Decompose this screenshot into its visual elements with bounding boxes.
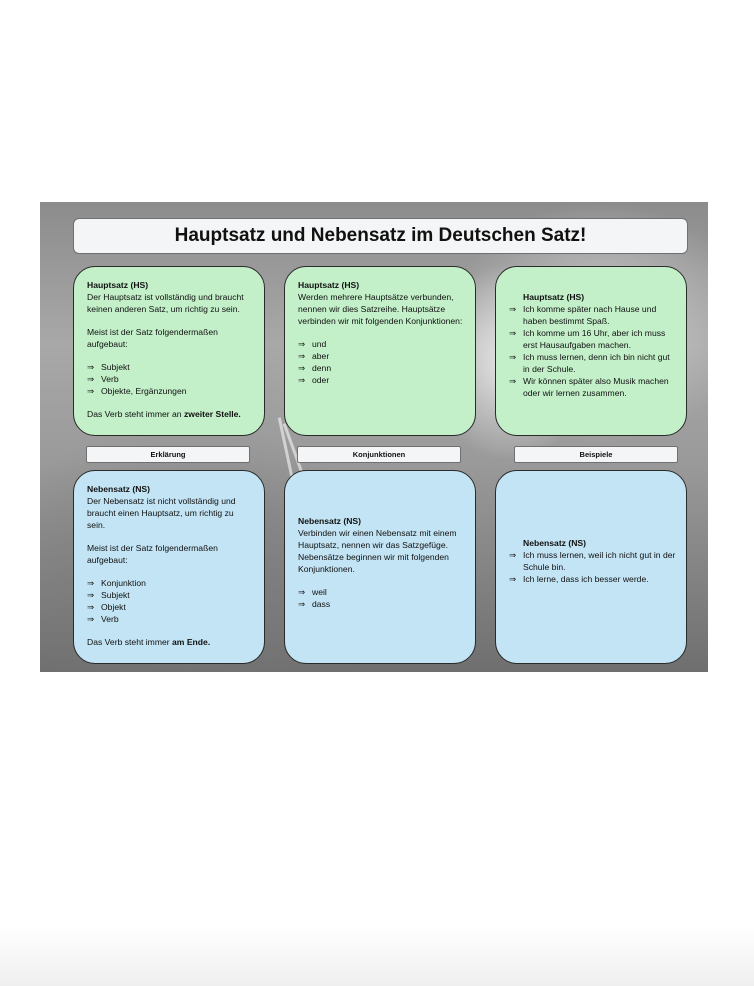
hs-explanation-card: Hauptsatz (HS) Der Hauptsatz ist vollstä… [73,266,265,436]
arrow-icon: ⇒ [509,352,517,362]
list-item: ⇒Verb [87,614,119,624]
arrow-icon: ⇒ [87,614,95,624]
infographic-slide: Hauptsatz und Nebensatz im Deutschen Sat… [40,202,708,672]
card-heading: Hauptsatz (HS) [298,280,360,290]
list-item: ⇒Objekt [87,602,126,612]
list-item: ⇒weil [298,587,327,597]
label-explanation: Erklärung [86,446,250,463]
arrow-icon: ⇒ [298,351,306,361]
conjunction-list: ⇒und ⇒aber ⇒denn ⇒oder [298,338,465,386]
list-item: ⇒und [298,339,327,349]
card-intro: Der Hauptsatz ist vollständig und brauch… [87,292,244,314]
arrow-icon: ⇒ [509,550,517,560]
example-list: ⇒Ich muss lernen, weil ich nicht gut in … [509,549,676,585]
verb-position-note: Das Verb steht immer am Ende. [87,637,211,647]
title-bar: Hauptsatz und Nebensatz im Deutschen Sat… [73,218,688,254]
list-item: ⇒Subjekt [87,362,130,372]
card-heading: Hauptsatz (HS) [523,292,585,302]
page-footer-shade [0,926,754,986]
ns-explanation-card: Nebensatz (NS) Der Nebensatz ist nicht v… [73,470,265,664]
list-item: ⇒Wir können später also Musik machen ode… [509,376,669,398]
verb-position-note: Das Verb steht immer an zweiter Stelle. [87,409,241,419]
arrow-icon: ⇒ [87,578,95,588]
card-heading: Nebensatz (NS) [87,484,151,494]
list-item: ⇒Ich muss lernen, denn ich bin nicht gut… [509,352,670,374]
list-item: ⇒Objekte, Ergänzungen [87,386,187,396]
list-item: ⇒Ich komme um 16 Uhr, aber ich muss erst… [509,328,666,350]
arrow-icon: ⇒ [87,374,95,384]
example-list: ⇒Ich komme später nach Hause und haben b… [509,303,676,399]
card-intro: Der Nebensatz ist nicht vollständig und … [87,496,236,530]
list-item: ⇒aber [298,351,330,361]
list-item: ⇒Konjunktion [87,578,146,588]
list-item: ⇒dass [298,599,331,609]
arrow-icon: ⇒ [509,328,517,338]
hs-examples-card: Hauptsatz (HS) ⇒Ich komme später nach Ha… [495,266,687,436]
list-item: ⇒Ich komme später nach Hause und haben b… [509,304,657,326]
arrow-icon: ⇒ [87,590,95,600]
hs-conjunctions-card: Hauptsatz (HS) Werden mehrere Hauptsätze… [284,266,476,436]
arrow-icon: ⇒ [87,386,95,396]
conjunction-list: ⇒weil ⇒dass [298,586,465,610]
arrow-icon: ⇒ [509,304,517,314]
structure-list: ⇒Subjekt ⇒Verb ⇒Objekte, Ergänzungen [87,361,254,397]
arrow-icon: ⇒ [298,587,306,597]
card-heading: Nebensatz (NS) [298,516,362,526]
list-item: ⇒Ich muss lernen, weil ich nicht gut in … [509,550,676,572]
list-item: ⇒Ich lerne, dass ich besser werde. [509,574,649,584]
arrow-icon: ⇒ [298,375,306,385]
arrow-icon: ⇒ [298,363,306,373]
ns-examples-card: Nebensatz (NS) ⇒Ich muss lernen, weil ic… [495,470,687,664]
card-intro: Werden mehrere Hauptsätze verbunden, nen… [298,292,463,326]
list-item: ⇒Verb [87,374,119,384]
label-examples: Beispiele [514,446,678,463]
arrow-icon: ⇒ [87,362,95,372]
card-structure: Meist ist der Satz folgendermaßen aufgeb… [87,327,218,349]
list-item: ⇒Subjekt [87,590,130,600]
ns-conjunctions-card: Nebensatz (NS) Verbinden wir einen Neben… [284,470,476,664]
arrow-icon: ⇒ [509,574,517,584]
card-heading: Hauptsatz (HS) [87,280,149,290]
label-conjunctions: Konjunktionen [297,446,461,463]
arrow-icon: ⇒ [298,599,306,609]
list-item: ⇒oder [298,375,330,385]
card-structure: Meist ist der Satz folgendermaßen aufgeb… [87,543,218,565]
list-item: ⇒denn [298,363,332,373]
card-heading: Nebensatz (NS) [523,538,587,548]
card-intro: Verbinden wir einen Nebensatz mit einem … [298,528,457,574]
page-title: Hauptsatz und Nebensatz im Deutschen Sat… [174,225,587,246]
structure-list: ⇒Konjunktion ⇒Subjekt ⇒Objekt ⇒Verb [87,577,254,625]
arrow-icon: ⇒ [298,339,306,349]
arrow-icon: ⇒ [509,376,517,386]
arrow-icon: ⇒ [87,602,95,612]
